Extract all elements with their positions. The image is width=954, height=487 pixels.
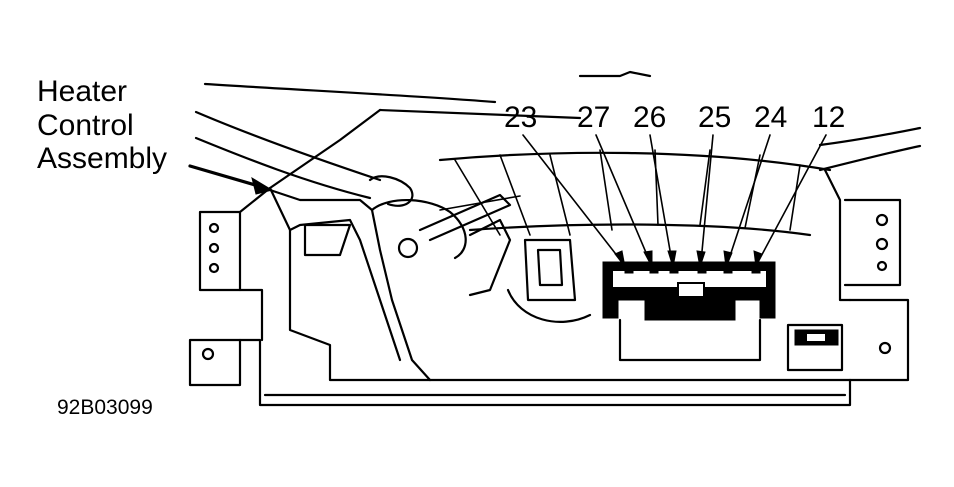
link-rod-thin bbox=[439, 195, 521, 211]
slat-arc-bottom bbox=[468, 223, 812, 237]
leader-23 bbox=[522, 134, 623, 263]
center-clip-inner bbox=[536, 248, 564, 287]
center-clip bbox=[523, 238, 577, 302]
slat-arc-top bbox=[438, 151, 832, 172]
pin-24 bbox=[723, 264, 733, 274]
dash-top-line bbox=[203, 82, 497, 104]
pin-label-27: 27 bbox=[577, 101, 610, 134]
callout-line-1: Heater bbox=[37, 75, 127, 108]
lever-arm-outer bbox=[268, 188, 432, 382]
ear-hole-2 bbox=[208, 242, 220, 254]
frame-top-edge bbox=[378, 108, 582, 120]
pin-label-25: 25 bbox=[698, 101, 731, 134]
slat-6 bbox=[699, 149, 711, 226]
leader-24 bbox=[727, 134, 771, 263]
leader-27 bbox=[595, 134, 651, 263]
aux-connector-body bbox=[786, 323, 844, 372]
pin-label-12: 12 bbox=[812, 101, 845, 134]
cable-right-lower bbox=[818, 144, 922, 172]
leader-26-head bbox=[667, 250, 677, 268]
assembly-callout: Heater Control Assembly bbox=[37, 75, 274, 195]
connector-key bbox=[677, 282, 705, 298]
ear-hole-5 bbox=[875, 213, 889, 227]
ear-hole-3 bbox=[208, 262, 220, 274]
slat-5 bbox=[654, 149, 659, 226]
pivot-bracket bbox=[370, 199, 467, 260]
pin-27 bbox=[649, 264, 659, 274]
cable-right-upper bbox=[818, 126, 922, 147]
control-housing bbox=[188, 168, 910, 407]
connector-latch bbox=[670, 303, 708, 319]
callout-arrow-head bbox=[251, 176, 274, 195]
cable-end bbox=[368, 175, 414, 207]
frame-top-left bbox=[268, 108, 382, 190]
pin-label-24: 24 bbox=[754, 101, 787, 134]
aux-connector-slot bbox=[805, 332, 827, 343]
callout-arrow-line bbox=[188, 164, 264, 189]
cable-lower bbox=[194, 136, 372, 200]
leader-12 bbox=[757, 134, 827, 263]
connector bbox=[602, 261, 776, 362]
pin-labels: 23 27 26 25 24 12 bbox=[504, 101, 845, 134]
body-outline-right bbox=[823, 168, 852, 302]
pin-leader-lines bbox=[522, 134, 827, 269]
ear-hole-8 bbox=[878, 341, 892, 355]
ear-hole-1 bbox=[208, 222, 220, 234]
slat-3 bbox=[549, 154, 571, 236]
leader-26 bbox=[649, 134, 673, 263]
leader-25-head bbox=[696, 250, 706, 269]
pivot-hole bbox=[397, 237, 419, 259]
callout-line-3: Assembly bbox=[37, 142, 167, 175]
slat-1 bbox=[454, 159, 501, 236]
figure-code: 92B03099 bbox=[57, 396, 153, 419]
body-outline-bottom bbox=[238, 338, 852, 407]
ear-hole-6 bbox=[875, 237, 889, 251]
callout-line-2: Control bbox=[37, 109, 134, 142]
slat-2 bbox=[499, 154, 531, 236]
ear-hole-7 bbox=[876, 260, 888, 272]
aux-connector bbox=[786, 323, 844, 372]
pin-26 bbox=[669, 264, 679, 274]
slat-8 bbox=[789, 164, 801, 231]
connector-shroud bbox=[618, 318, 762, 362]
body-left-step bbox=[238, 288, 264, 342]
left-ear-upper bbox=[198, 210, 242, 292]
dash-top-tab bbox=[578, 70, 652, 78]
pin-12 bbox=[751, 264, 761, 274]
lever-window bbox=[303, 223, 352, 257]
pin-23 bbox=[624, 264, 634, 274]
pin-25 bbox=[697, 264, 707, 274]
slat-7 bbox=[744, 154, 761, 229]
lever-arm-inner bbox=[288, 218, 402, 362]
pin-label-23: 23 bbox=[504, 101, 537, 134]
right-ear-lower bbox=[848, 298, 910, 382]
dash-background bbox=[194, 70, 922, 237]
cable-upper bbox=[194, 110, 382, 182]
body-outline-left bbox=[238, 186, 852, 382]
ear-hole-4 bbox=[201, 347, 215, 361]
cam-piece bbox=[468, 218, 512, 297]
link-rod bbox=[418, 193, 512, 242]
center-curve bbox=[506, 288, 592, 323]
pin-label-26: 26 bbox=[633, 101, 666, 134]
right-ear-upper bbox=[843, 198, 902, 287]
slat-4 bbox=[599, 149, 613, 231]
left-ear-lower bbox=[188, 338, 242, 387]
